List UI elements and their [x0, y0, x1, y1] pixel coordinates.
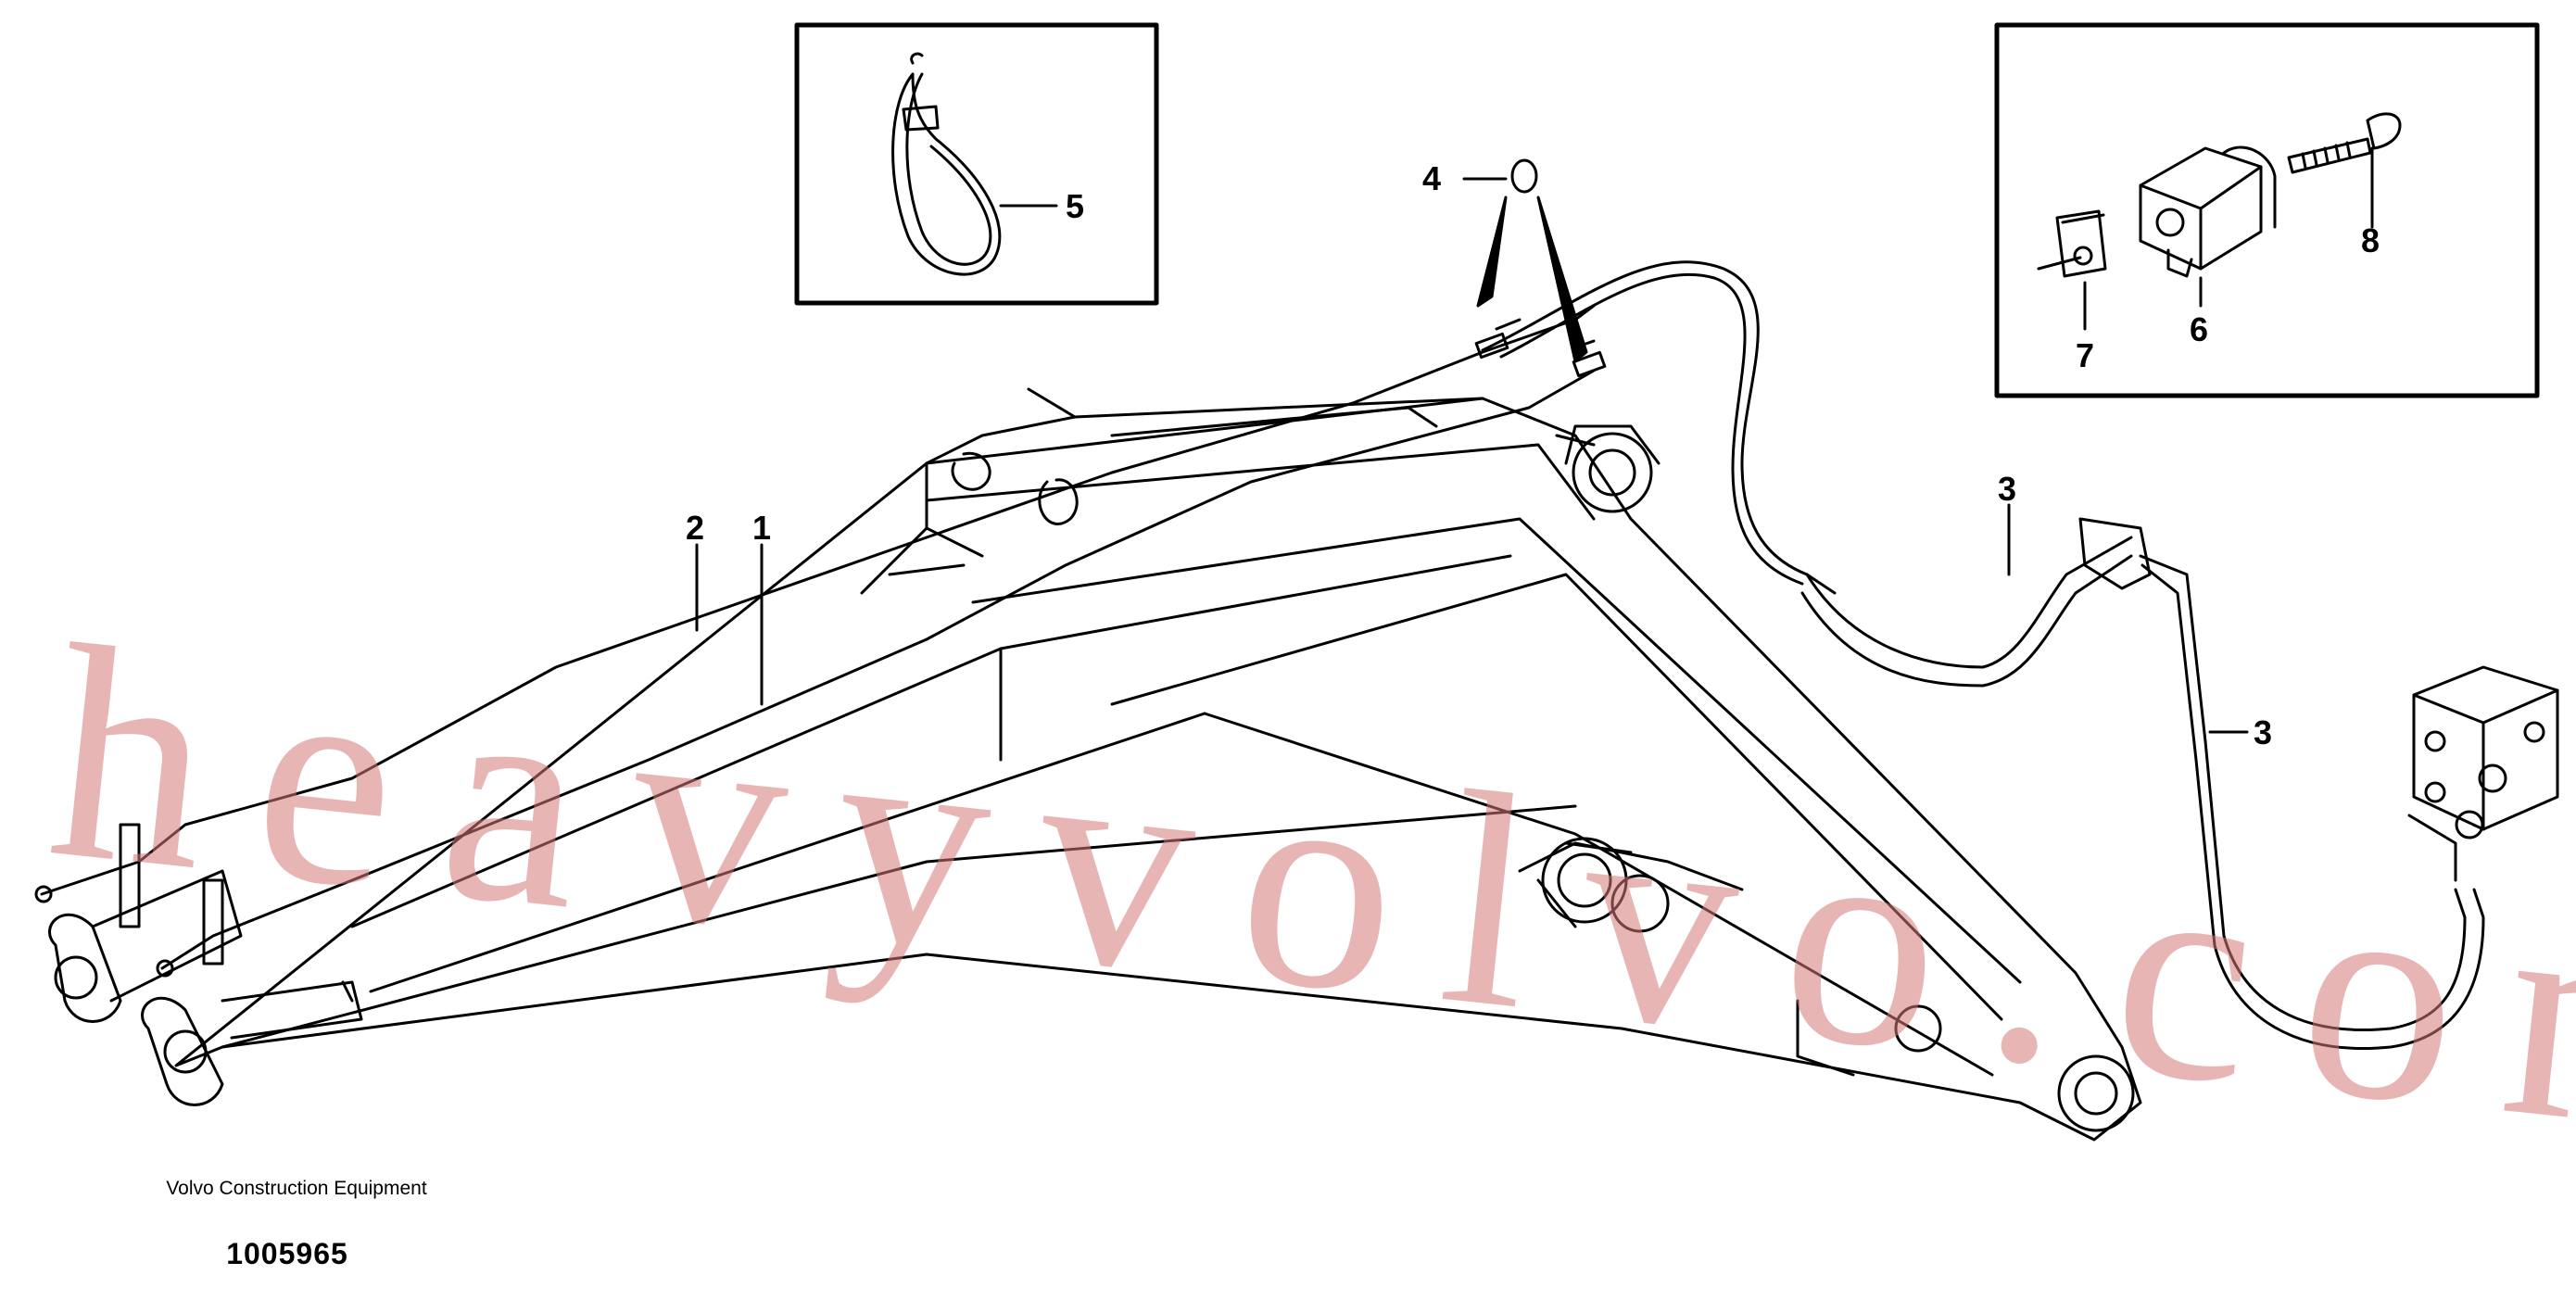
callout-6: 6 [2190, 310, 2208, 348]
hose-lines [34, 260, 2485, 1050]
callout-8: 8 [2361, 221, 2380, 259]
connector-plug-drawing [2139, 145, 2277, 308]
company-caption: Volvo Construction Equipment [166, 1178, 427, 1199]
callout-labels: 1 2 3 3 4 5 6 7 8 [686, 159, 2380, 751]
gasket-drawing [2037, 209, 2107, 331]
callout-2: 2 [686, 509, 704, 547]
callout-4: 4 [1422, 159, 1441, 197]
inset-connector [1994, 22, 2540, 398]
o-ring-drawing [1510, 158, 1538, 194]
callout-3-lower: 3 [2254, 713, 2272, 751]
part-number: 1005965 [226, 1237, 348, 1270]
boom-drawing [48, 387, 2142, 1142]
junction-block-drawing [2412, 665, 2559, 839]
inset-cable-tie [794, 22, 1159, 306]
callout-5: 5 [1066, 187, 1084, 225]
callout-3-upper: 3 [1998, 470, 2016, 508]
callout-leaders [695, 177, 2374, 734]
callout-7: 7 [2076, 336, 2094, 374]
bolt-drawing [2287, 112, 2402, 201]
callout-1: 1 [752, 509, 771, 547]
cable-tie-drawing [891, 52, 1002, 276]
